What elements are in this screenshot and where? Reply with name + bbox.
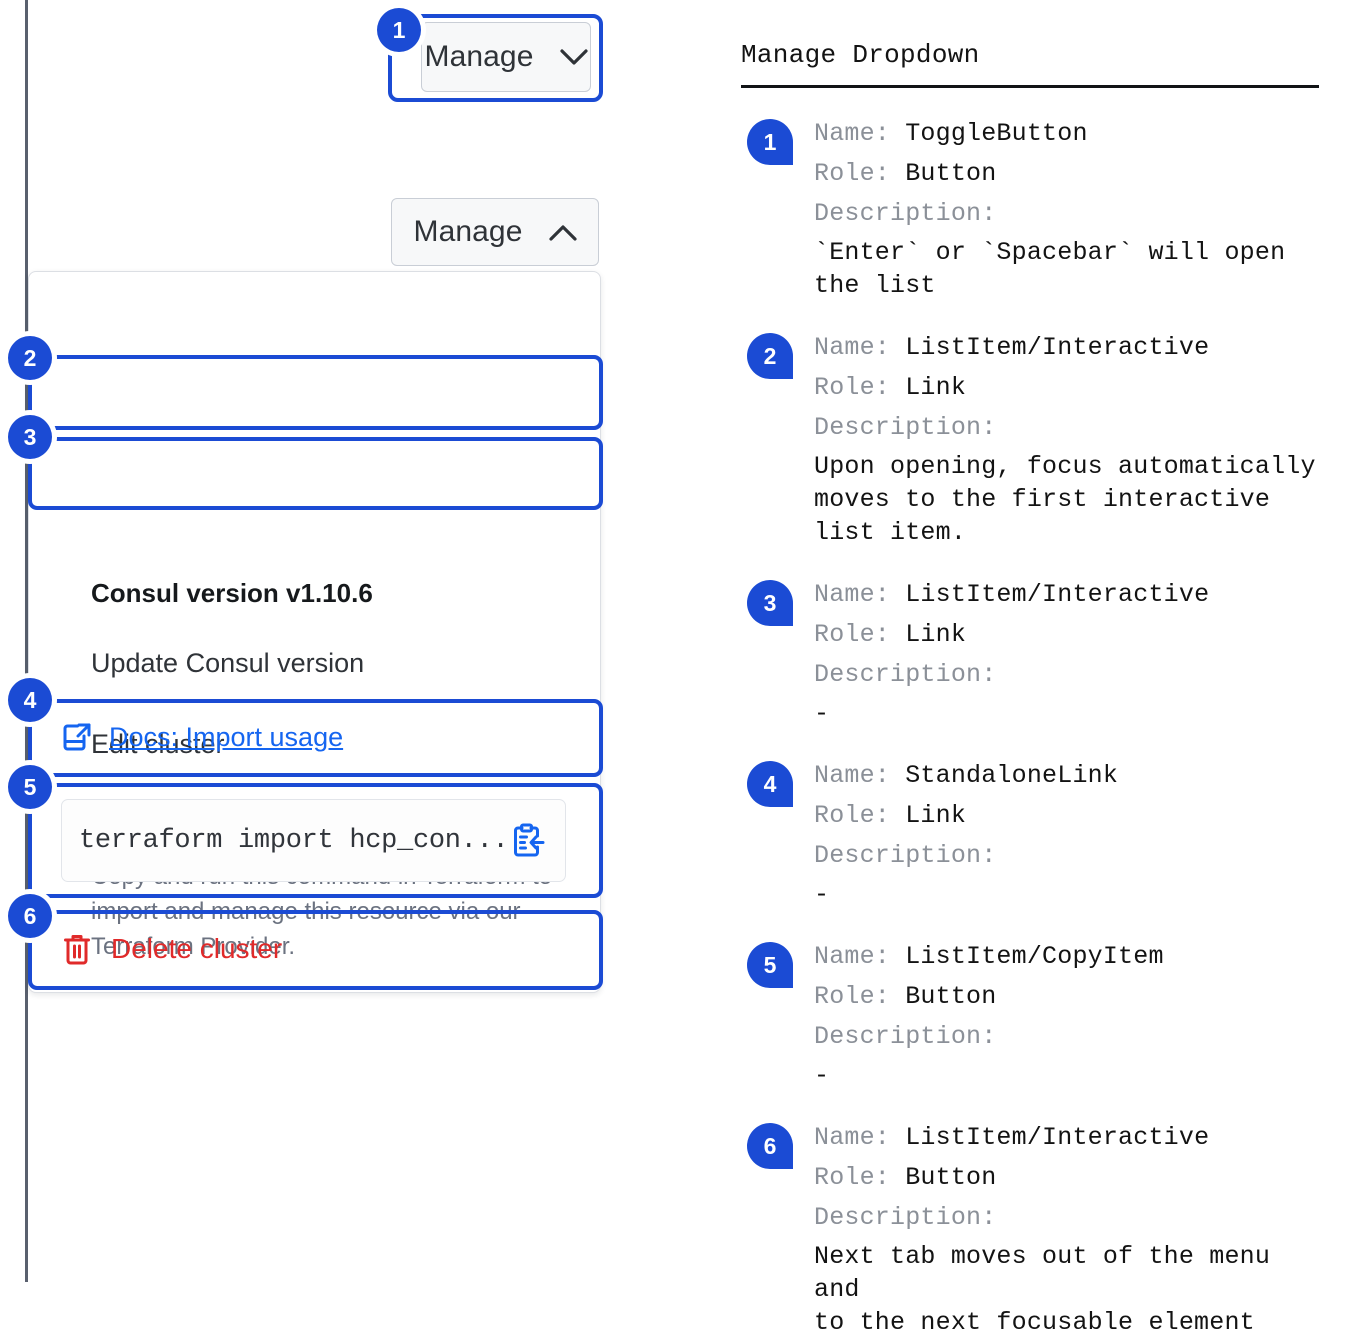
docs-import-usage-label: Docs: Import usage <box>109 722 344 752</box>
legend-name-label: Name: <box>814 333 906 362</box>
manage-toggle-button-collapsed[interactable]: Manage <box>421 22 591 92</box>
legend-badge-6: 6 <box>747 1123 793 1169</box>
legend-description-label: Description: <box>814 1203 997 1232</box>
docs-import-usage-link[interactable]: Docs: Import usage <box>62 722 343 753</box>
legend-name-label: Name: <box>814 119 906 148</box>
delete-cluster-label: Delete cluster <box>111 933 283 964</box>
clipboard-copy-icon[interactable] <box>511 823 545 859</box>
trash-icon <box>62 932 92 966</box>
legend-role-label: Role: <box>814 159 906 188</box>
legend-role-value: Link <box>905 373 967 402</box>
toggle-button-focus-ring <box>388 14 603 102</box>
callout-badge-5: 5 <box>8 765 52 809</box>
legend-role: Role: Link <box>814 615 1319 655</box>
chevron-down-icon <box>559 40 588 74</box>
legend-badge-4: 4 <box>747 761 793 807</box>
legend-description-label: Description: <box>814 413 997 442</box>
legend-badge-1: 1 <box>747 119 793 165</box>
chevron-up-icon <box>548 215 577 249</box>
legend-title: Manage Dropdown <box>741 40 980 70</box>
legend-name-value: ListItem/Interactive <box>905 1123 1210 1152</box>
legend-badge-2: 2 <box>747 333 793 379</box>
legend-role-value: Button <box>905 159 997 188</box>
legend-description-value: - <box>814 880 830 909</box>
legend-role-value: Link <box>905 620 967 649</box>
callout-badge-3: 3 <box>8 415 52 459</box>
manage-toggle-label: Manage <box>424 40 534 73</box>
legend-name: Name: ListItem/Interactive <box>814 1118 1319 1158</box>
left-guide-rail <box>25 0 28 1282</box>
legend-role: Role: Link <box>814 368 1319 408</box>
legend-name-label: Name: <box>814 942 906 971</box>
legend-role: Role: Button <box>814 154 1319 194</box>
highlight-edit-cluster <box>28 437 603 510</box>
legend-name: Name: ListItem/Interactive <box>814 575 1319 615</box>
legend-name-value: ListItem/Interactive <box>905 580 1210 609</box>
callout-badge-1: 1 <box>377 8 421 52</box>
terraform-command-text: terraform import hcp_con... <box>79 825 509 856</box>
legend-role-value: Button <box>905 982 997 1011</box>
legend-role: Role: Link <box>814 796 1319 836</box>
legend-description-label: Description: <box>814 1022 997 1051</box>
callout-badge-6: 6 <box>8 894 52 938</box>
legend-name: Name: ListItem/CopyItem <box>814 937 1319 977</box>
legend-name: Name: ListItem/Interactive <box>814 328 1319 368</box>
legend-description-value: Next tab moves out of the menu and to th… <box>814 1242 1271 1337</box>
legend-name-value: StandaloneLink <box>905 761 1119 790</box>
legend-description-label: Description: <box>814 660 997 689</box>
update-consul-version-item[interactable]: Update Consul version <box>91 648 365 678</box>
legend-name-value: ListItem/CopyItem <box>905 942 1164 971</box>
legend-badge-5: 5 <box>747 942 793 988</box>
legend-description-value: - <box>814 699 830 728</box>
legend-name-label: Name: <box>814 580 906 609</box>
legend-name: Name: StandaloneLink <box>814 756 1319 796</box>
legend-badge-3: 3 <box>747 580 793 626</box>
edit-cluster-item[interactable]: Edit cluster <box>91 729 225 759</box>
legend-description-value: - <box>814 1061 830 1090</box>
legend-description-label: Description: <box>814 841 997 870</box>
legend-description-label: Description: <box>814 199 997 228</box>
callout-badge-4: 4 <box>8 678 52 722</box>
legend-name-value: ListItem/Interactive <box>905 333 1210 362</box>
legend-role: Role: Button <box>814 1158 1319 1198</box>
legend-divider <box>741 85 1319 88</box>
legend-role-label: Role: <box>814 373 906 402</box>
highlight-copy-item <box>28 783 603 898</box>
legend-name-value: ToggleButton <box>905 119 1088 148</box>
highlight-delete-cluster <box>28 910 603 990</box>
consul-version-heading: Consul version v1.10.6 <box>91 578 373 608</box>
external-link-docs-icon <box>62 722 92 753</box>
legend-name-label: Name: <box>814 1123 906 1152</box>
legend-role-label: Role: <box>814 1163 906 1192</box>
legend-name: Name: ToggleButton <box>814 114 1319 154</box>
legend-role: Role: Button <box>814 977 1319 1017</box>
terraform-command-field[interactable]: terraform import hcp_con... <box>61 799 566 882</box>
legend-role-label: Role: <box>814 982 906 1011</box>
delete-cluster-item[interactable]: Delete cluster <box>62 932 282 966</box>
highlight-update-consul-version <box>28 355 603 430</box>
manage-toggle-label-expanded: Manage <box>413 215 523 248</box>
highlight-docs-import-usage <box>28 699 603 777</box>
legend-role-label: Role: <box>814 620 906 649</box>
legend-role-value: Link <box>905 801 967 830</box>
callout-badge-2: 2 <box>8 336 52 380</box>
legend-name-label: Name: <box>814 761 906 790</box>
legend-description-value: `Enter` or `Spacebar` will open the list <box>814 238 1286 300</box>
legend-description-value: Upon opening, focus automatically moves … <box>814 452 1316 547</box>
legend-role-value: Button <box>905 1163 997 1192</box>
manage-toggle-button-expanded[interactable]: Manage <box>391 198 599 266</box>
legend-role-label: Role: <box>814 801 906 830</box>
